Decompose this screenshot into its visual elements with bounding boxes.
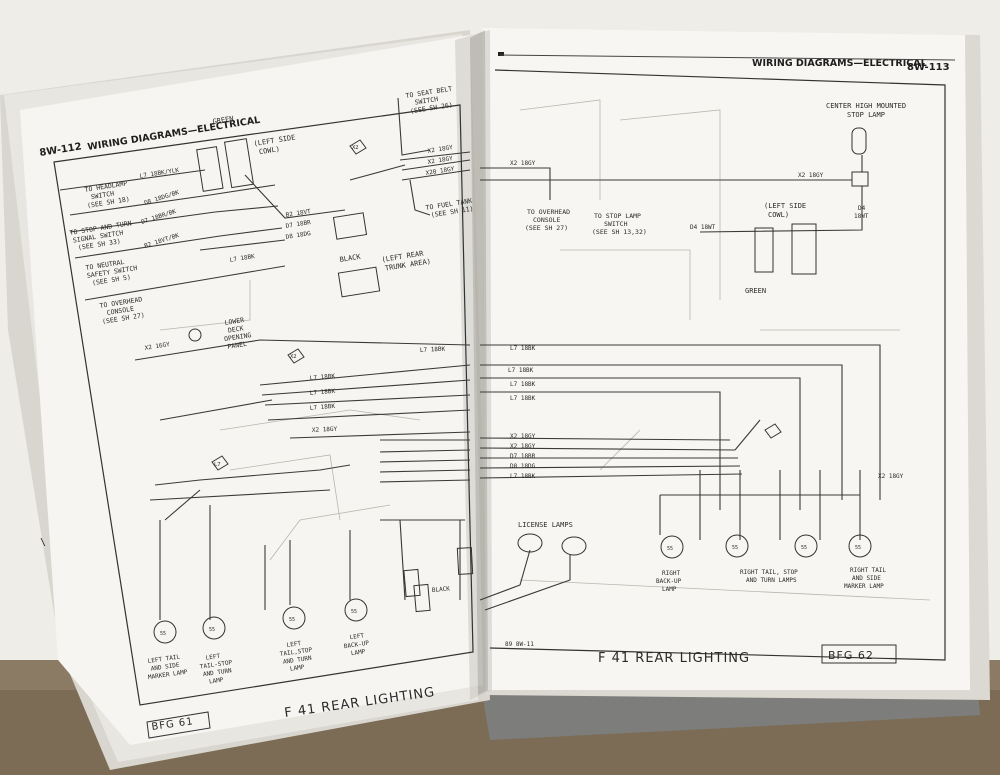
svg-text:RIGHT TAILAND SIDEMARKER LAMP: RIGHT TAILAND SIDEMARKER LAMP — [844, 567, 887, 590]
svg-text:LEFTTAIL,STOPAND TURNLAMP: LEFTTAIL,STOPAND TURNLAMP — [278, 639, 315, 674]
splice-id: X2 — [290, 354, 297, 360]
lamp-right-tail-stop-turn-2: 55 — [794, 534, 818, 558]
svg-text:LEFTBACK-UPLAMP: LEFTBACK-UPLAMP — [342, 632, 371, 658]
svg-text:LEFTTAIL-STOPAND TURNLAMP: LEFTTAIL-STOPAND TURNLAMP — [198, 651, 235, 686]
wire-label: D8 18DG — [285, 230, 311, 241]
wire-label: X2 18GY — [427, 155, 453, 166]
wire-label: L7 18BK — [510, 395, 536, 402]
show-through — [159, 280, 421, 561]
wire-label: X2 18GY — [510, 443, 536, 450]
license-lamp — [517, 533, 543, 553]
license-lamps-label: LICENSE LAMPS — [518, 521, 573, 529]
wire-label: X20 18GY — [425, 165, 455, 176]
wire-label: D7 18BR — [510, 453, 536, 460]
right-page-header: WIRING DIAGRAMS—ELECTRICAL — [752, 58, 927, 69]
table-mark: \ — [40, 537, 46, 548]
wire-label: L7 18BK — [229, 253, 255, 264]
wire-label: L7 18BK — [510, 473, 536, 480]
svg-text:55: 55 — [351, 609, 357, 615]
right-page-title: F 41 REAR LIGHTING — [598, 651, 750, 666]
connector-black-label-low: BLACK — [432, 585, 451, 594]
wire-label: X2 18GY — [798, 172, 824, 179]
wire-label: X2 18GY — [427, 144, 453, 155]
splice-id: L7 — [214, 462, 221, 468]
wire-label: X2 18GY — [312, 426, 338, 434]
wire-label: L7 18BK — [508, 367, 534, 374]
right-page — [482, 28, 970, 690]
svg-text:BFG 62: BFG 62 — [828, 649, 874, 662]
wire-label: L7 18BK — [510, 345, 536, 352]
wire-label: L7 18BK — [510, 381, 536, 388]
book — [0, 28, 990, 770]
license-lamp — [561, 536, 587, 556]
wire-label: B2 18VT — [285, 208, 311, 219]
svg-text:55: 55 — [667, 546, 673, 552]
svg-text:55: 55 — [855, 545, 861, 551]
wire-label: L7 18BK — [310, 403, 336, 412]
right-diagram: WIRING DIAGRAMS—ELECTRICAL 8W-113 CENTER… — [479, 52, 956, 666]
svg-text:55: 55 — [801, 545, 807, 551]
left-page — [20, 35, 483, 745]
svg-text:55: 55 — [289, 617, 295, 623]
wire-label: X2 18GY — [510, 433, 536, 440]
splice-id: X2 — [352, 145, 359, 151]
right-page-number: 8W-113 — [907, 62, 950, 73]
wire-label: D4 18WT — [690, 224, 716, 231]
lamp-left-tail-stop-turn: 55 LEFTTAIL-STOPAND TURNLAMP — [198, 616, 235, 686]
svg-text:55: 55 — [160, 631, 166, 637]
lamp-left-backup: 55 LEFTBACK-UPLAMP — [342, 598, 371, 658]
wire-label: D8 18DG — [510, 463, 536, 470]
connector-green-label: GREEN — [212, 115, 234, 126]
right-page-code-box: BFG 62 — [821, 644, 897, 664]
wire-label: X2 18GY — [510, 160, 536, 167]
right-green-label: GREEN — [745, 287, 766, 295]
wire-label: L7 18BK — [310, 373, 336, 382]
wire-label: X2 18GY — [878, 473, 904, 480]
wire-label: D7 18BR — [285, 219, 311, 230]
right-footer-small: 89 8W-11 — [505, 641, 534, 648]
show-through — [519, 99, 931, 601]
svg-text:55: 55 — [732, 545, 738, 551]
wire-label: X2 16GY — [144, 341, 170, 352]
connector-black-label: BLACK — [339, 253, 362, 264]
svg-text:55: 55 — [209, 627, 215, 633]
lamp-left-tail-stop-turn-2: 55 LEFTTAIL,STOPAND TURNLAMP — [278, 606, 315, 674]
wire-label: L7 18BK — [420, 346, 446, 354]
lower-deck-label: LOWERDECKOPENINGPANEL — [221, 315, 253, 351]
lamp-right-tail-stop-turn-1: 55 — [725, 534, 749, 558]
wire-label: L7 18BK — [310, 388, 336, 397]
